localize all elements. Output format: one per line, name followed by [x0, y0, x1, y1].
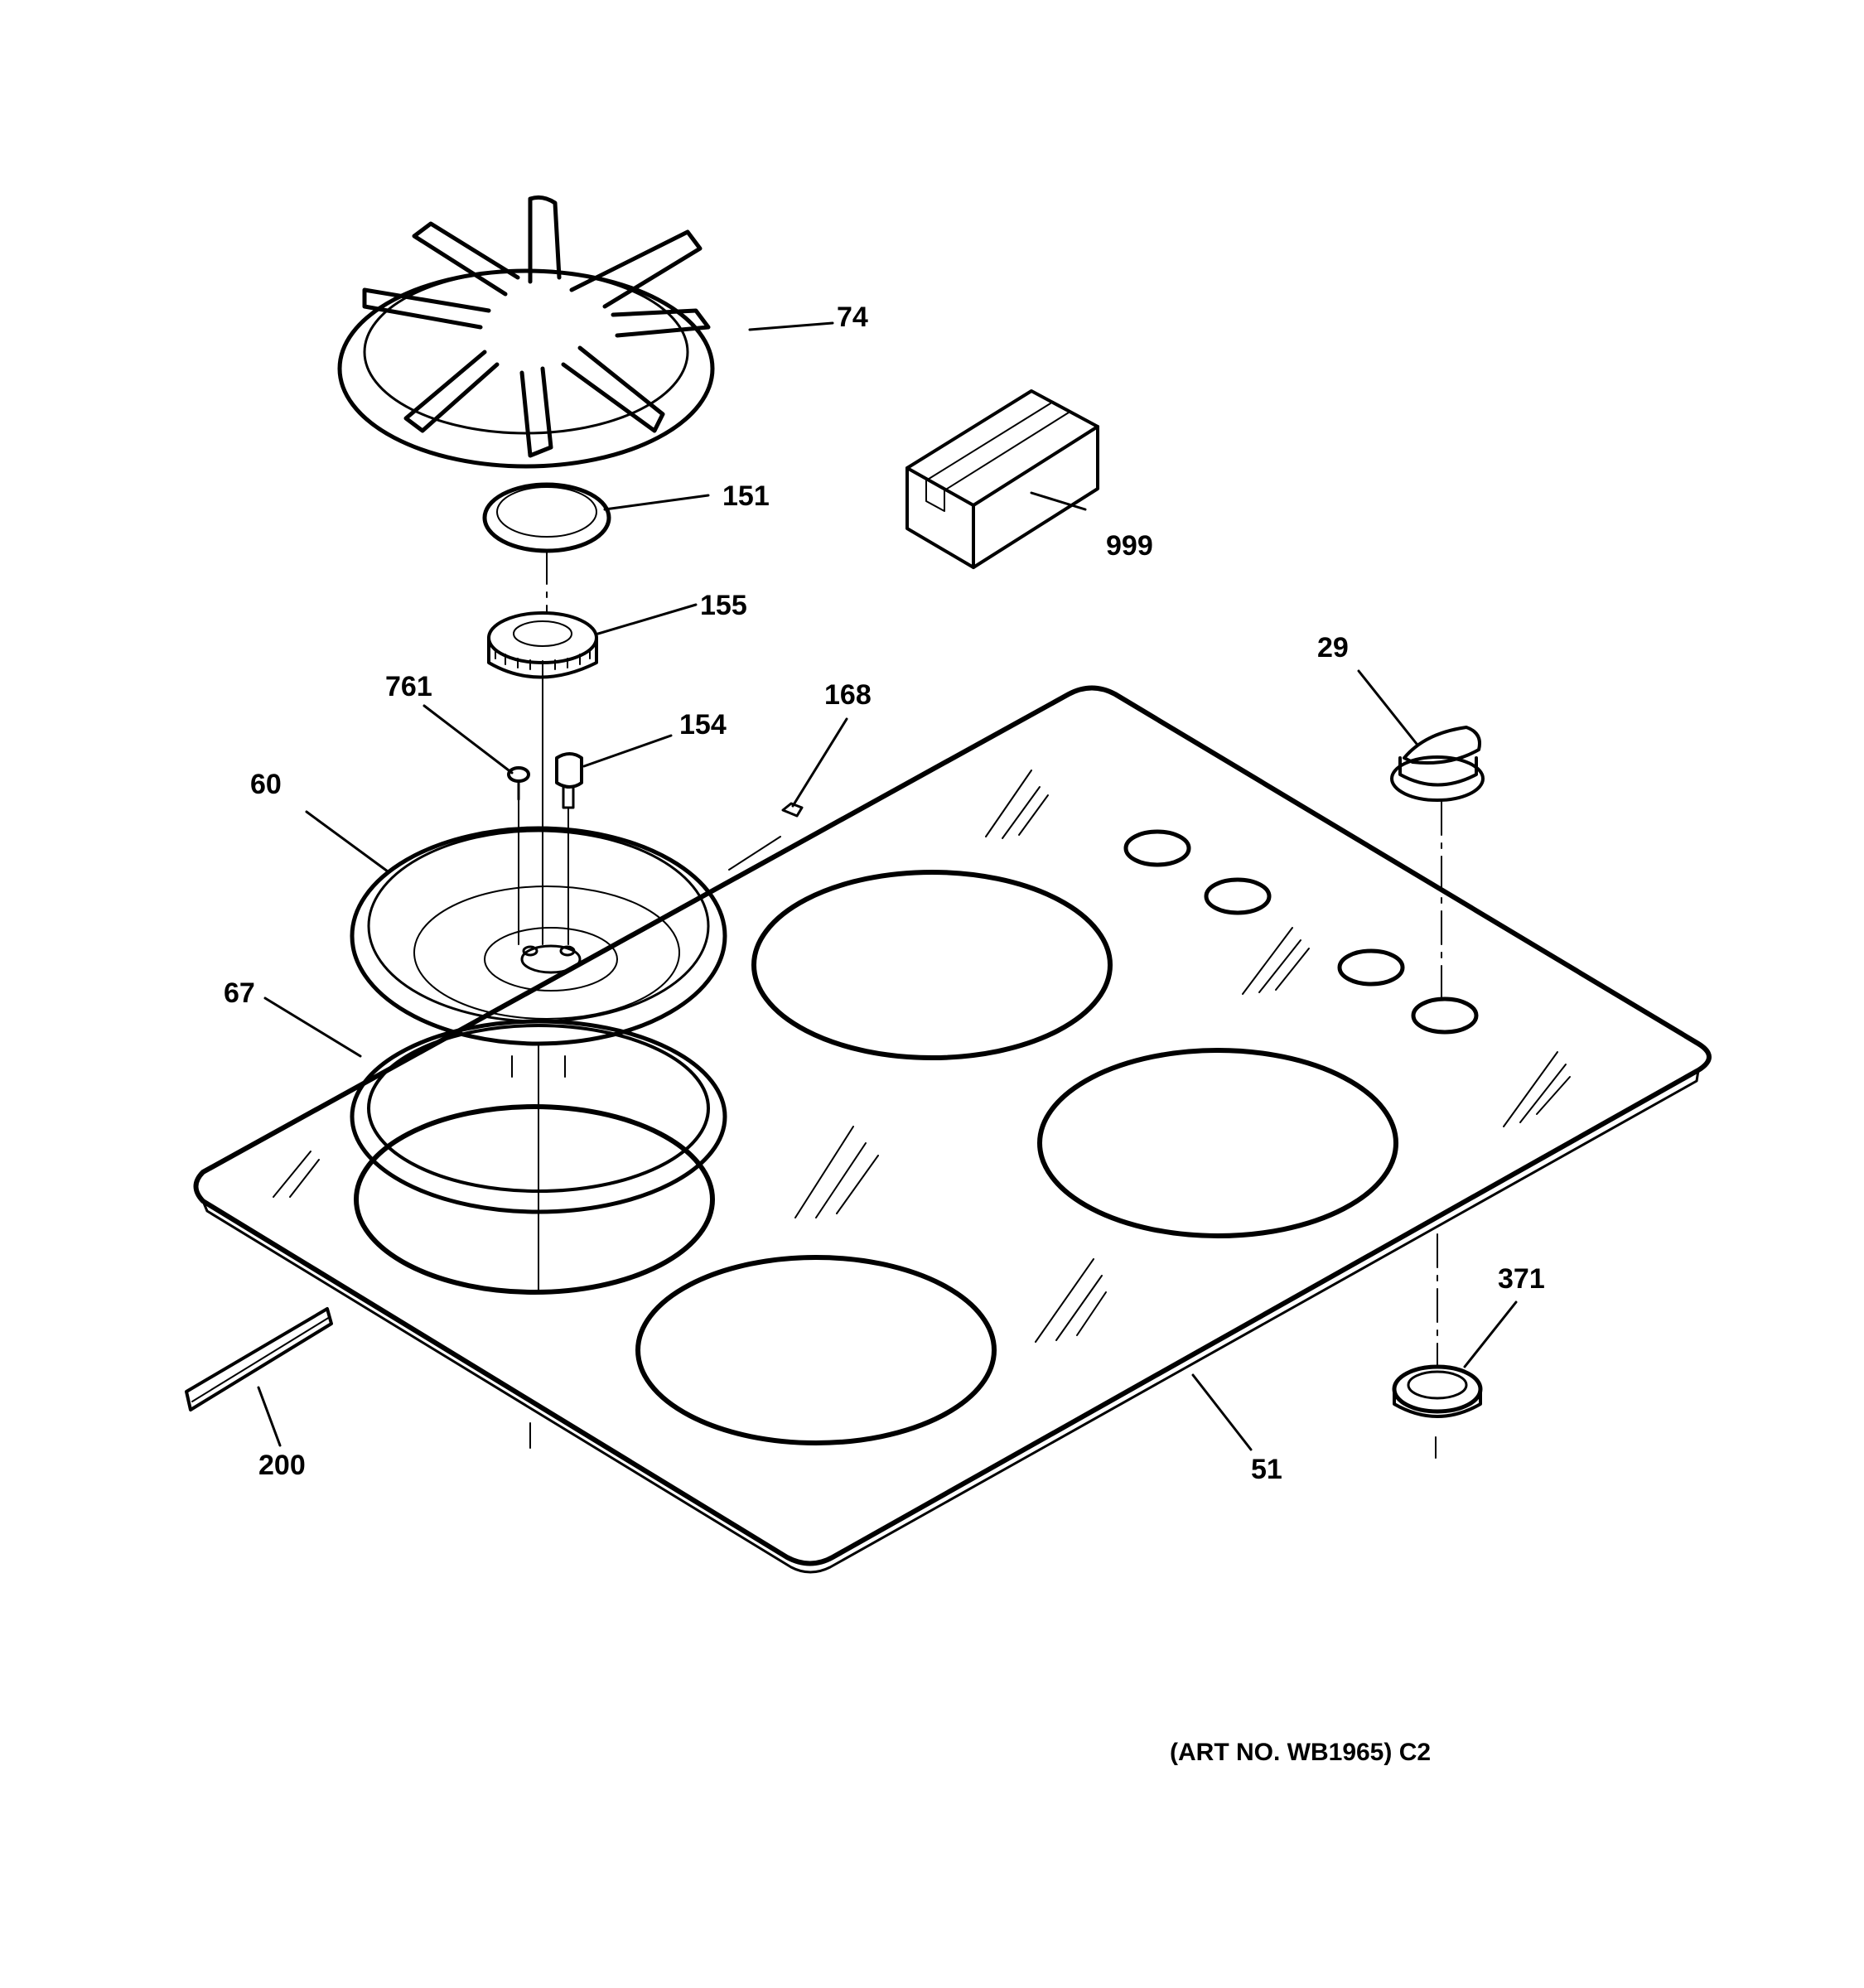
leader-lines: [257, 321, 1518, 1451]
gasket-strip[interactable]: [185, 1307, 333, 1411]
control-knob[interactable]: [1390, 726, 1485, 802]
label-155: 155: [700, 590, 747, 621]
label-151: 151: [722, 480, 770, 512]
clip[interactable]: [781, 802, 804, 818]
label-60: 60: [250, 769, 282, 800]
label-67: 67: [224, 977, 255, 1009]
screw[interactable]: [507, 766, 530, 801]
label-761: 761: [385, 671, 432, 702]
art-number: (ART NO. WB1965) C2: [1170, 1739, 1431, 1766]
burner-bowl[interactable]: [350, 826, 727, 1046]
label-154: 154: [679, 709, 727, 741]
assembly-lines: [511, 550, 1442, 1459]
label-200: 200: [258, 1450, 306, 1481]
label-51: 51: [1251, 1454, 1282, 1485]
label-29: 29: [1317, 632, 1349, 663]
parts-box[interactable]: [905, 389, 1099, 569]
burner-grate[interactable]: [337, 195, 715, 469]
label-999: 999: [1106, 530, 1153, 562]
part-labels: 74 151 999 155 29 761 154 168 60 67 371 …: [224, 302, 1545, 1766]
electrode[interactable]: [555, 752, 583, 809]
label-74: 74: [837, 302, 868, 333]
knob-bezel[interactable]: [1392, 1364, 1483, 1418]
cooktop-glass[interactable]: [193, 685, 1712, 1574]
burner-head[interactable]: [487, 611, 598, 679]
label-168: 168: [824, 679, 872, 711]
burner-cap[interactable]: [482, 482, 611, 553]
label-371: 371: [1498, 1263, 1545, 1295]
